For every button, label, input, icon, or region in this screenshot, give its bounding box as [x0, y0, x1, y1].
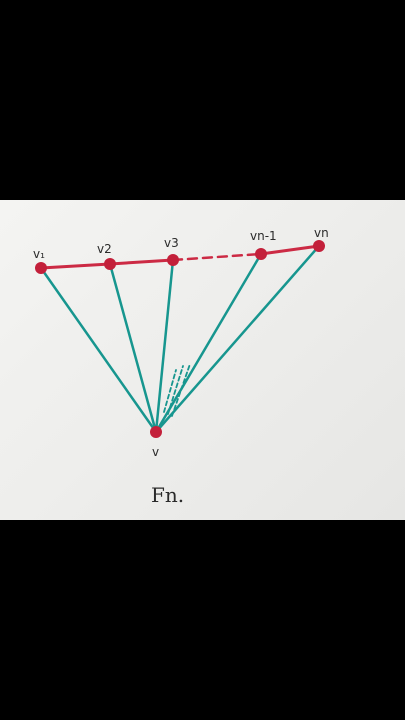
label-v3: v3	[164, 236, 179, 250]
spoke-v-vn	[154, 244, 321, 434]
vertex-v1	[35, 262, 47, 274]
spoke-edges	[39, 244, 321, 434]
spoke-dashed-1	[163, 369, 177, 413]
label-vn: vn	[314, 226, 329, 240]
vertex-v3	[167, 254, 179, 266]
paper-sheet	[0, 200, 405, 520]
spoke-v-v3	[154, 258, 175, 434]
vertex-vn	[313, 240, 325, 252]
path-edges	[39, 244, 321, 270]
spoke-v-v1	[39, 266, 158, 434]
label-v1: v₁	[33, 247, 45, 261]
graph-caption: Fn.	[151, 483, 184, 507]
vertex-labels: v₁ v2 v3 vn-1 vn v	[33, 226, 329, 459]
spoke-dashed-2	[167, 365, 184, 415]
spoke-dashed-3	[171, 363, 191, 417]
edge-v3-vn-1-dashed	[171, 252, 263, 262]
vertex-vn-1	[255, 248, 267, 260]
label-v2: v2	[97, 242, 112, 256]
vertex-v	[150, 426, 162, 438]
spoke-v-v2	[108, 262, 158, 434]
vertices	[35, 240, 325, 438]
vertex-v2	[104, 258, 116, 270]
label-v: v	[152, 445, 159, 459]
spoke-v-vn-1	[154, 252, 263, 434]
edge-v2-v3	[108, 258, 175, 266]
edge-vn-1-vn	[259, 244, 321, 256]
edge-v1-v2	[39, 262, 112, 270]
label-vn-1: vn-1	[250, 229, 277, 243]
